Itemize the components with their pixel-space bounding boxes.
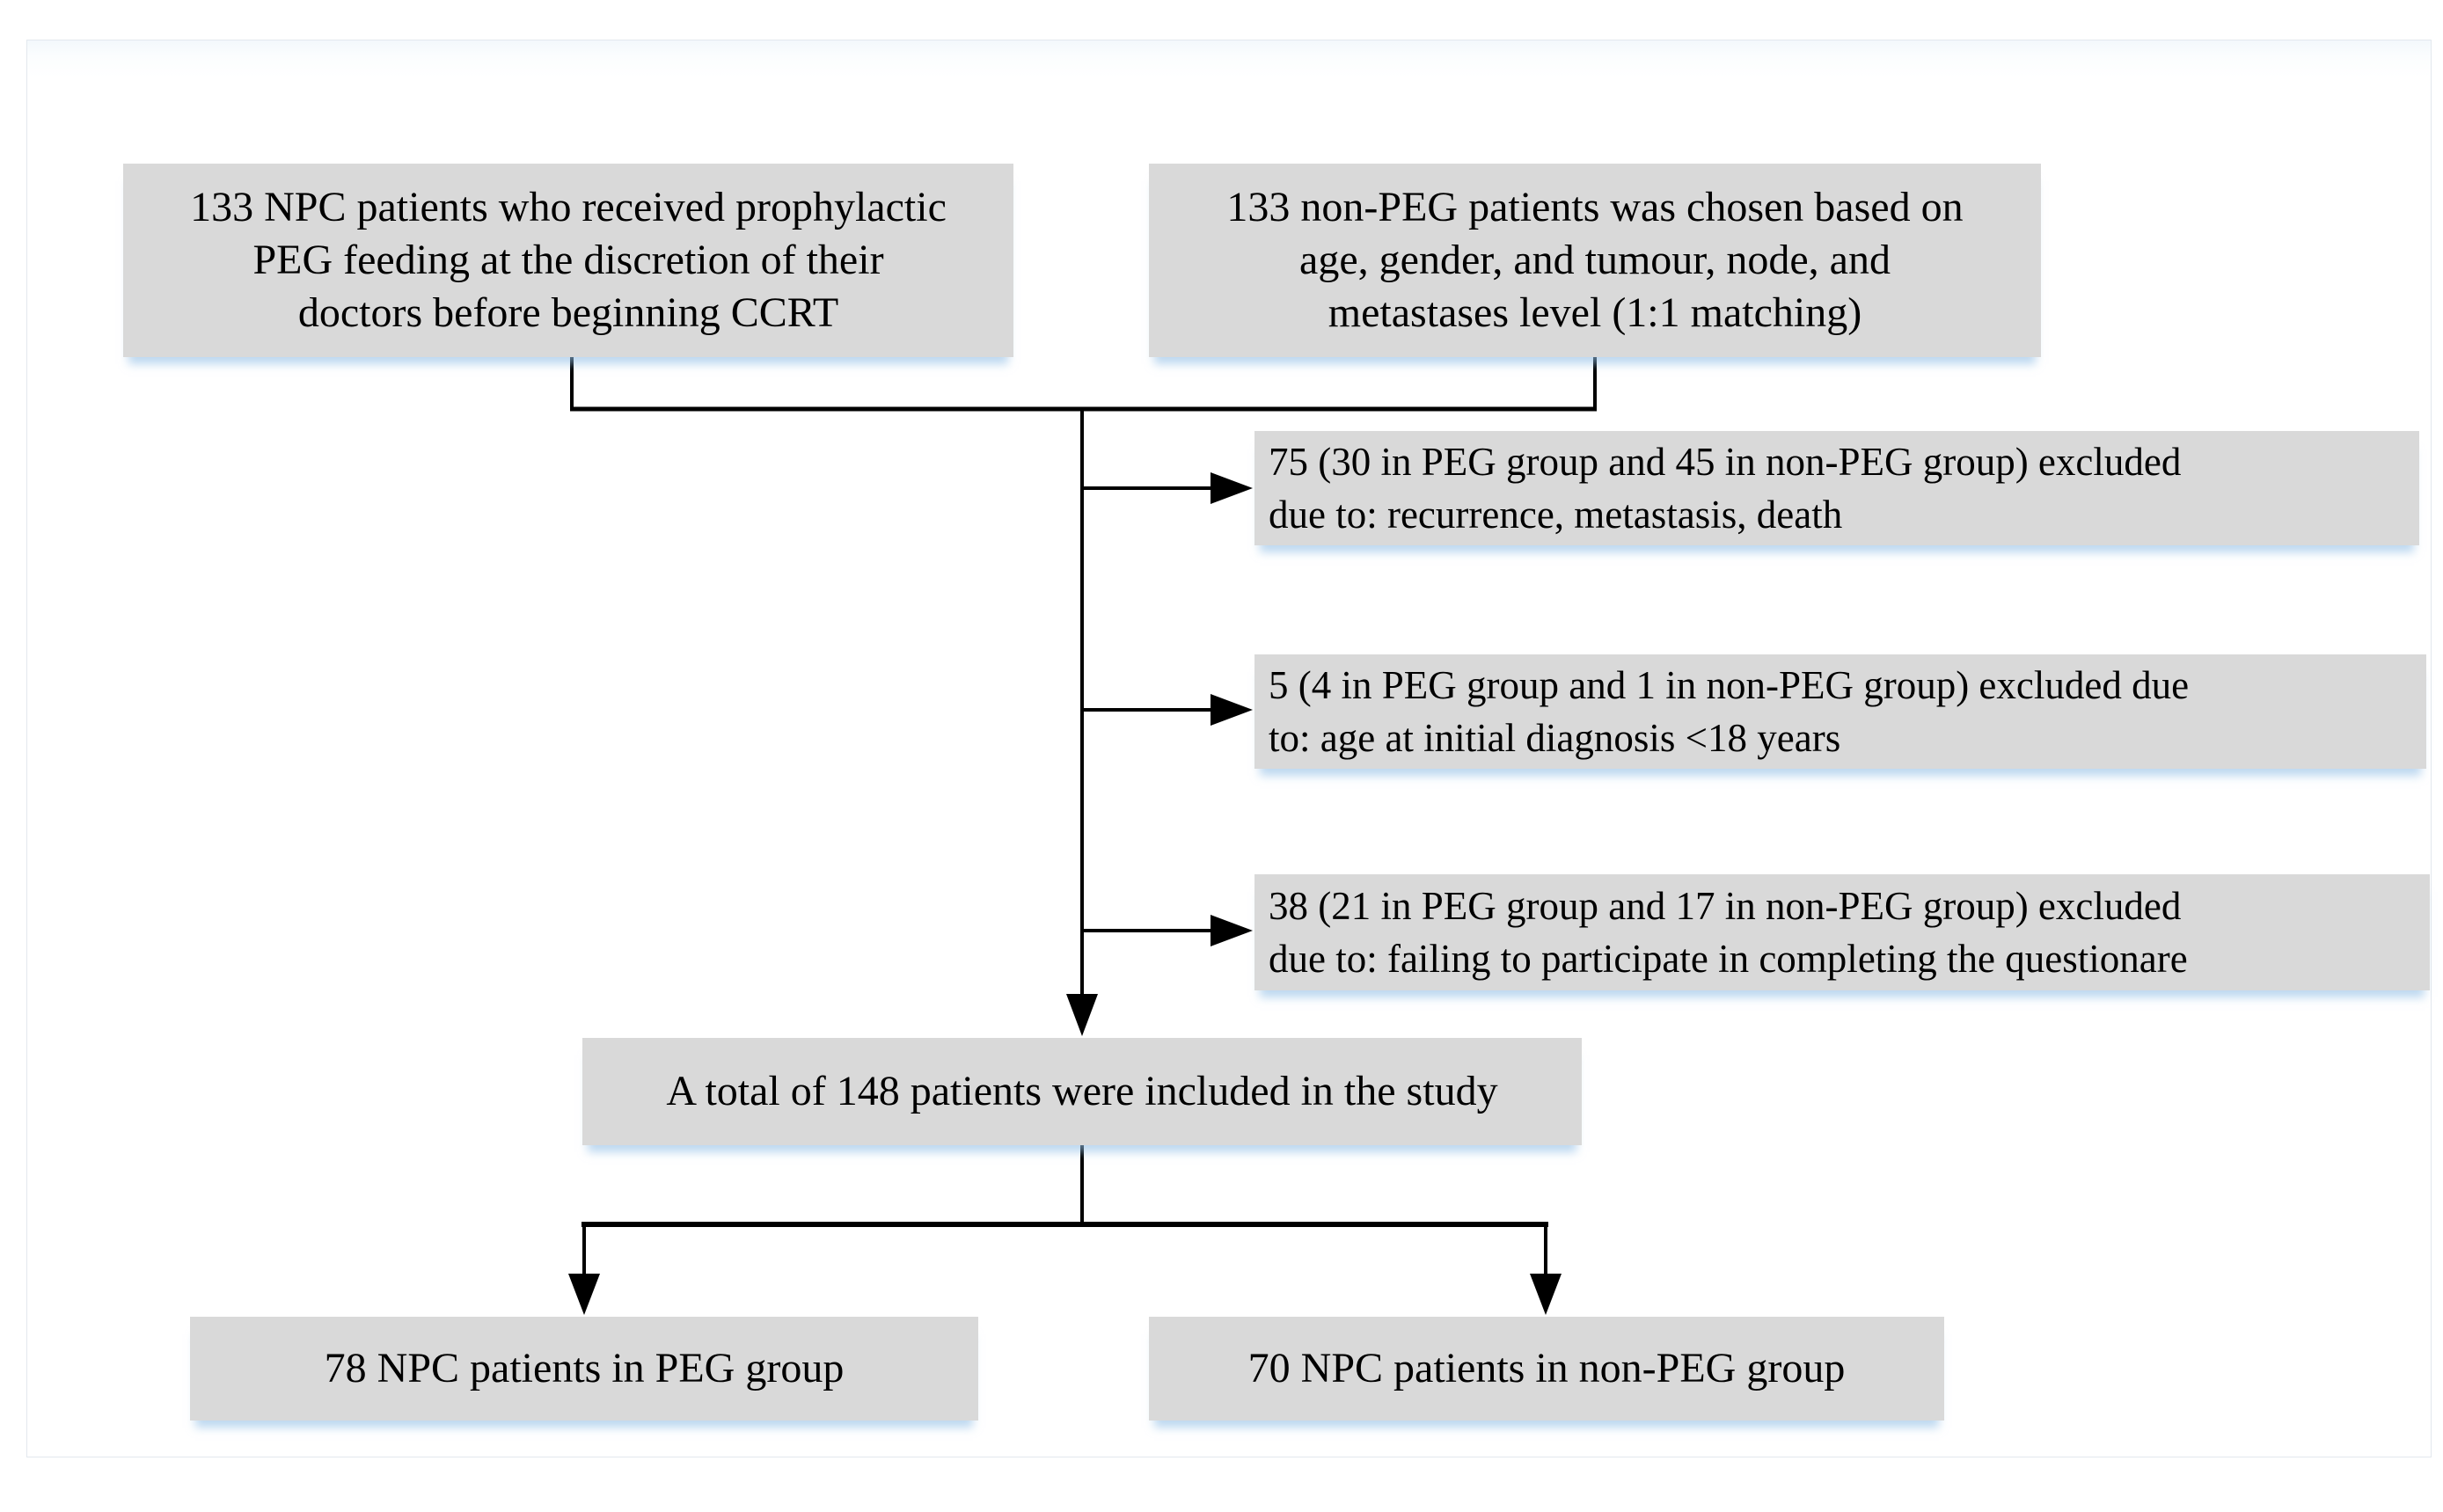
node-exclusion-2: 5 (4 in PEG group and 1 in non-PEG group…	[1254, 654, 2426, 769]
node-nonpeg-group: 70 NPC patients in non-PEG group	[1149, 1317, 1944, 1421]
arrow-to-nonpeg-group	[1530, 1223, 1562, 1315]
arrow-to-exclusion-2	[1082, 694, 1253, 726]
arrow-to-exclusion-3	[1082, 915, 1253, 946]
node-nonpeg-source: 133 non-PEG patients was chosen based on…	[1149, 164, 2041, 357]
node-total: A total of 148 patients were included in…	[582, 1038, 1582, 1145]
node-peg-source: 133 NPC patients who received prophylact…	[123, 164, 1013, 357]
arrow-trunk-to-total	[1066, 409, 1098, 1036]
node-peg-group: 78 NPC patients in PEG group	[190, 1317, 978, 1421]
arrow-to-peg-group	[568, 1223, 600, 1315]
node-exclusion-1: 75 (30 in PEG group and 45 in non-PEG gr…	[1254, 431, 2419, 545]
node-exclusion-3: 38 (21 in PEG group and 17 in non-PEG gr…	[1254, 874, 2430, 990]
arrow-to-exclusion-1	[1082, 472, 1253, 504]
